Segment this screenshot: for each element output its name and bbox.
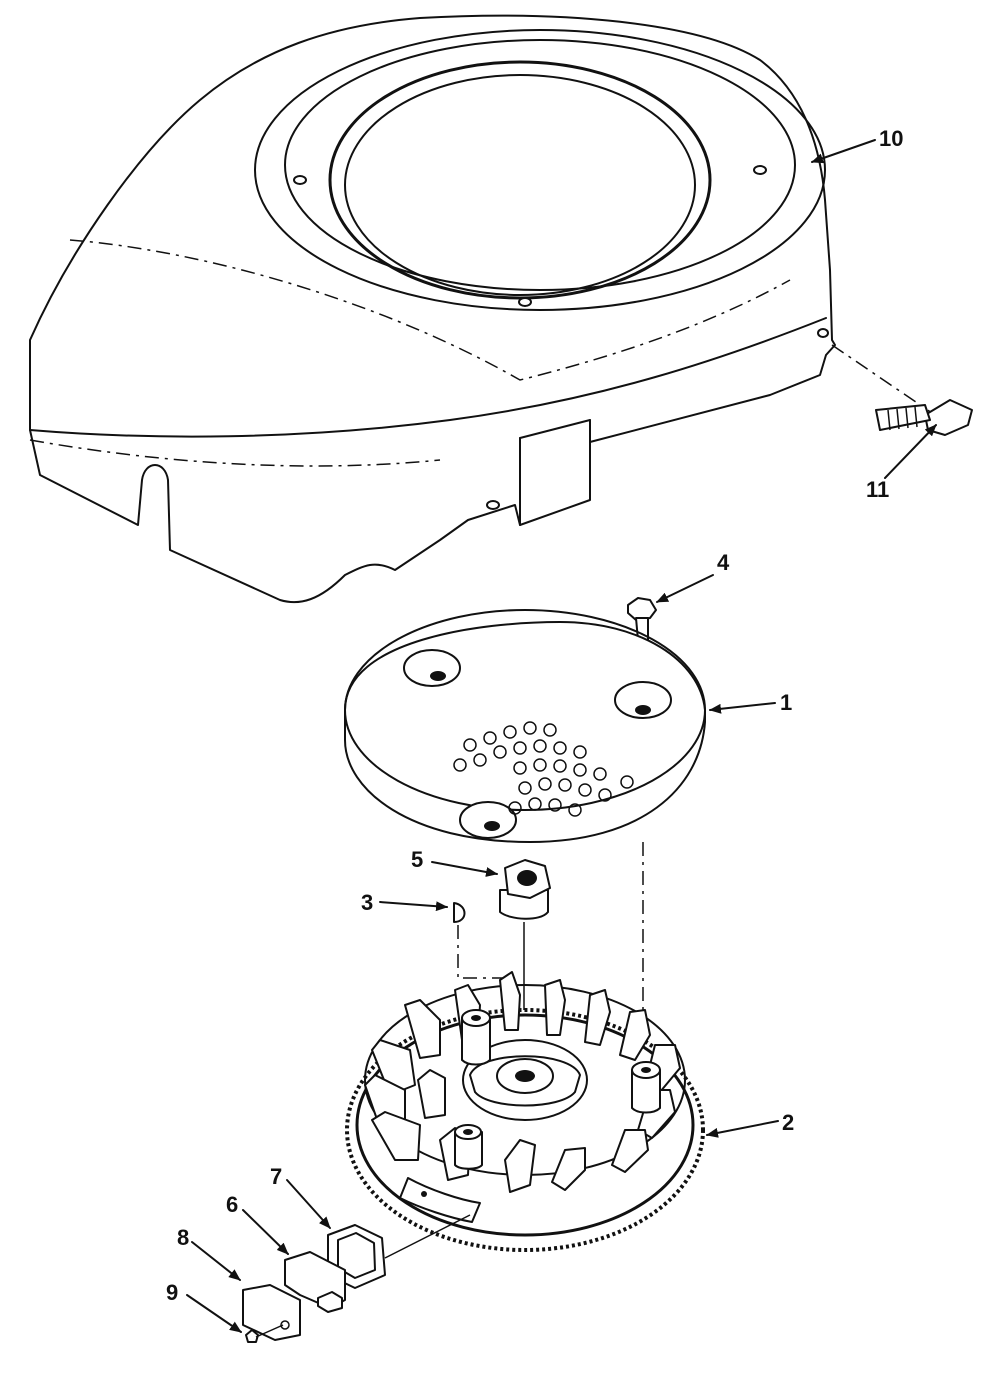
small-screw-icon (245, 1324, 284, 1343)
leader-4 (656, 574, 714, 603)
brake-pad-icon (284, 1251, 346, 1313)
callout-3: 3 (361, 890, 373, 915)
leader-9 (186, 1294, 242, 1333)
leader-2 (706, 1120, 779, 1138)
leader-1 (709, 702, 776, 714)
leader-11 (884, 424, 937, 479)
leader-arrows (186, 139, 937, 1333)
leader-10 (811, 139, 876, 164)
leader-5 (431, 861, 498, 877)
callout-4: 4 (717, 550, 730, 575)
callout-labels: 10 11 4 1 5 3 2 7 6 8 9 (166, 126, 903, 1305)
leader-7 (286, 1179, 331, 1229)
callout-6: 6 (226, 1192, 238, 1217)
callout-2: 2 (782, 1110, 794, 1135)
brake-bracket-icon (327, 1214, 471, 1289)
callout-9: 9 (166, 1280, 178, 1305)
leader-3 (379, 901, 448, 912)
callout-1: 1 (780, 690, 792, 715)
callout-7: 7 (270, 1164, 282, 1189)
leader-6 (242, 1209, 289, 1255)
brake-plate-icon (242, 1284, 301, 1341)
flywheel-key-icon (453, 902, 521, 979)
callout-5: 5 (411, 847, 423, 872)
flywheel-icon (345, 971, 705, 1252)
blower-housing-icon (29, 14, 836, 604)
callout-10: 10 (879, 126, 903, 151)
bolt-icon (831, 344, 973, 436)
callout-8: 8 (177, 1225, 189, 1250)
leader-8 (191, 1241, 241, 1281)
rotating-screen-icon (344, 609, 706, 1065)
callout-11: 11 (866, 477, 889, 502)
